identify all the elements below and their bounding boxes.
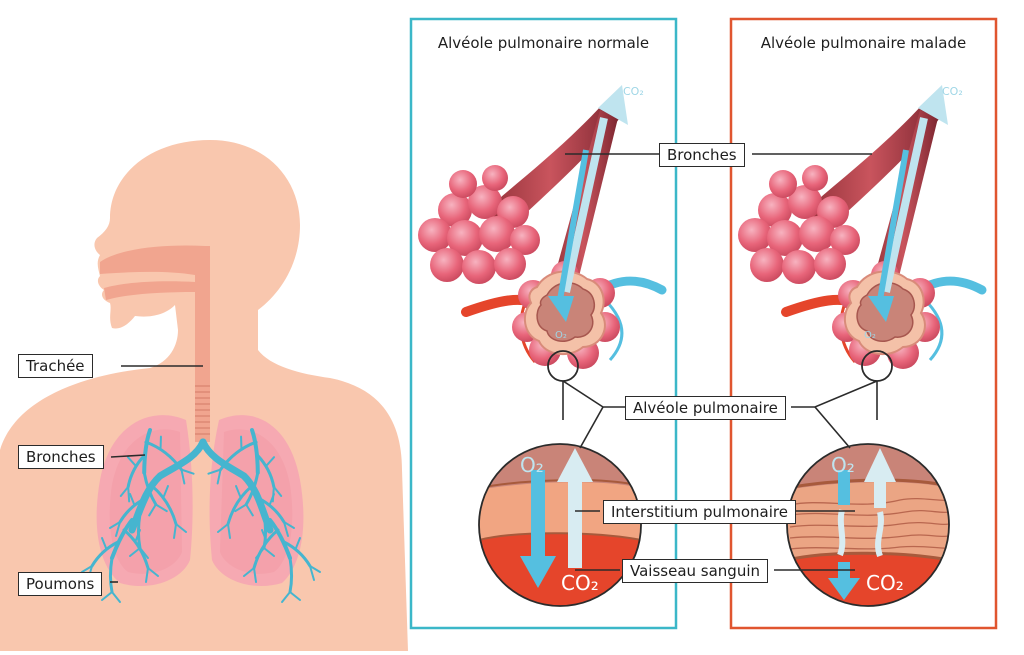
label-vaisseau-sanguin: Vaisseau sanguin (622, 559, 768, 583)
svg-text:O₂: O₂ (864, 330, 876, 341)
label-poumons: Poumons (18, 572, 103, 596)
normal-panel-title: Alvéole pulmonaire normale (437, 34, 650, 52)
label-trachee: Trachée (18, 354, 93, 378)
normal-magnified-section (479, 444, 641, 606)
label-alveole-pulmonaire: Alvéole pulmonaire (625, 396, 786, 420)
svg-text:CO₂: CO₂ (623, 85, 644, 98)
normal-panel-frame (409, 17, 678, 630)
diseased-alveolus-illustration: CO₂ O₂ (738, 85, 987, 382)
connector-lines (110, 153, 878, 583)
svg-text:O₂: O₂ (555, 330, 567, 341)
normal-alveolus-illustration: CO₂ O₂ (418, 85, 667, 382)
svg-text:CO₂: CO₂ (561, 571, 599, 595)
diseased-panel-title: Alvéole pulmonaire malade (760, 34, 967, 52)
label-interstitium: Interstitium pulmonaire (603, 500, 796, 524)
human-body (0, 140, 408, 651)
label-bronches-center: Bronches (659, 143, 745, 167)
label-bronches-body: Bronches (18, 445, 104, 469)
diseased-magnified-section (787, 444, 949, 606)
svg-text:CO₂: CO₂ (866, 571, 904, 595)
svg-text:CO₂: CO₂ (942, 85, 963, 98)
svg-text:O₂: O₂ (831, 453, 855, 477)
svg-text:O₂: O₂ (520, 453, 544, 477)
diseased-panel-frame (729, 17, 998, 630)
